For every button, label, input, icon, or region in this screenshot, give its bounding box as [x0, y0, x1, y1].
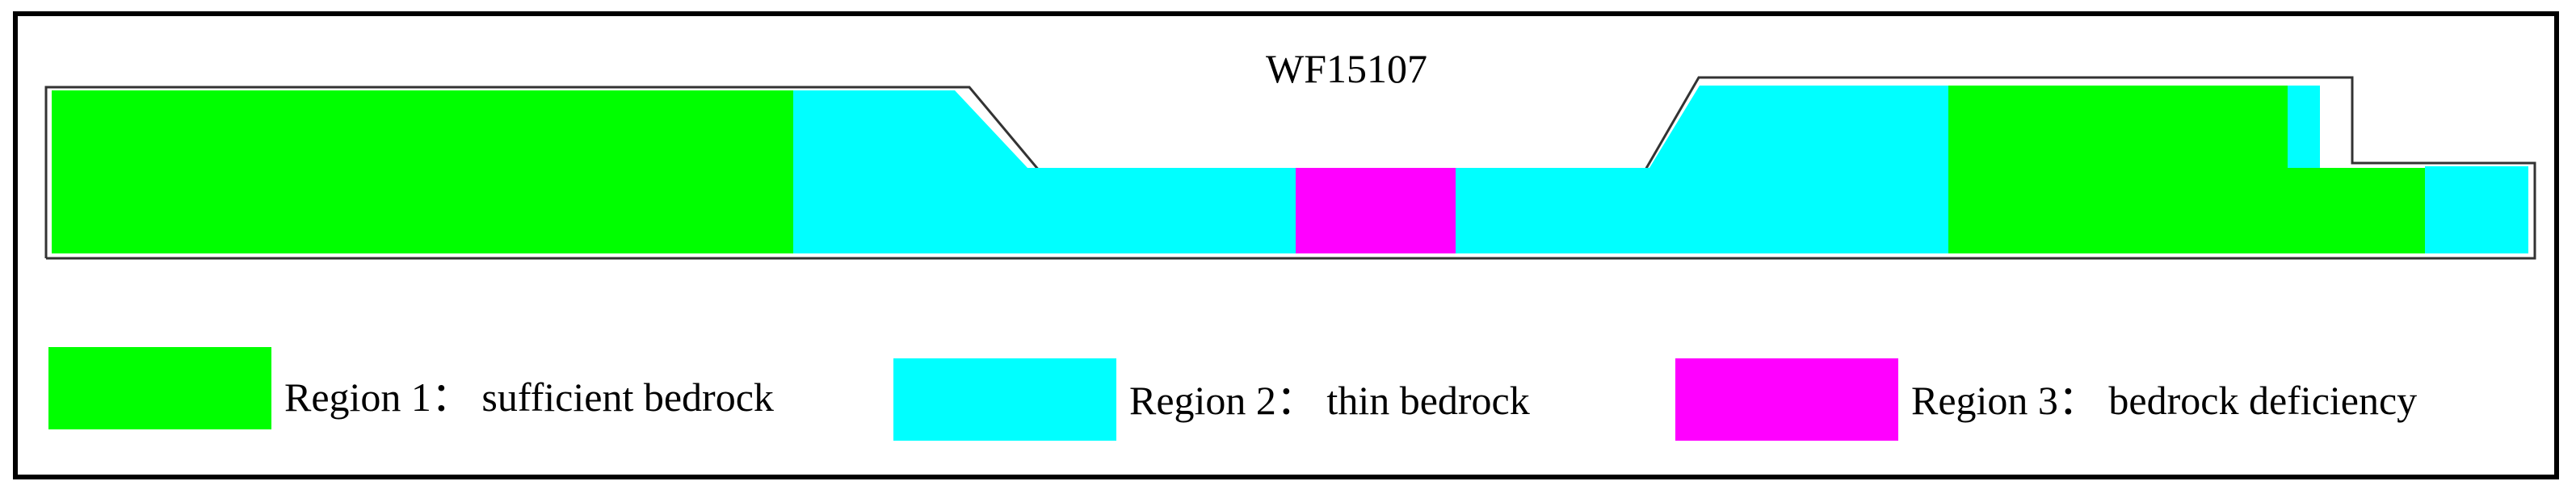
legend-label-region-1: Region 1： sufficient bedrock: [284, 375, 774, 420]
legend-label-region-3: Region 3： bedrock deficiency: [1911, 378, 2418, 423]
zone-region-1: [2288, 168, 2425, 253]
legend-label-region-2: Region 2： thin bedrock: [1129, 378, 1530, 423]
legend-swatch-region-3: [1675, 358, 1898, 441]
legend-swatch-region-2: [893, 358, 1116, 441]
panel-cross-section: [44, 76, 2536, 441]
zone-region-3: [1296, 168, 1456, 253]
zone-region-2: [793, 90, 1149, 253]
legend-swatch-region-1: [48, 347, 271, 429]
zone-region-1: [52, 90, 793, 253]
zone-region-2: [1456, 86, 1948, 253]
diagram-frame: WF15107 Region 1： sufficient bedrock Reg…: [13, 11, 2559, 479]
panel-outline: [44, 76, 2536, 260]
panel-title: WF15107: [1266, 46, 1427, 91]
zone-region-2: [2288, 86, 2320, 168]
zone-region-1: [1948, 86, 2288, 253]
zone-region-2: [2425, 166, 2528, 253]
zone-region-2: [1149, 168, 1296, 253]
